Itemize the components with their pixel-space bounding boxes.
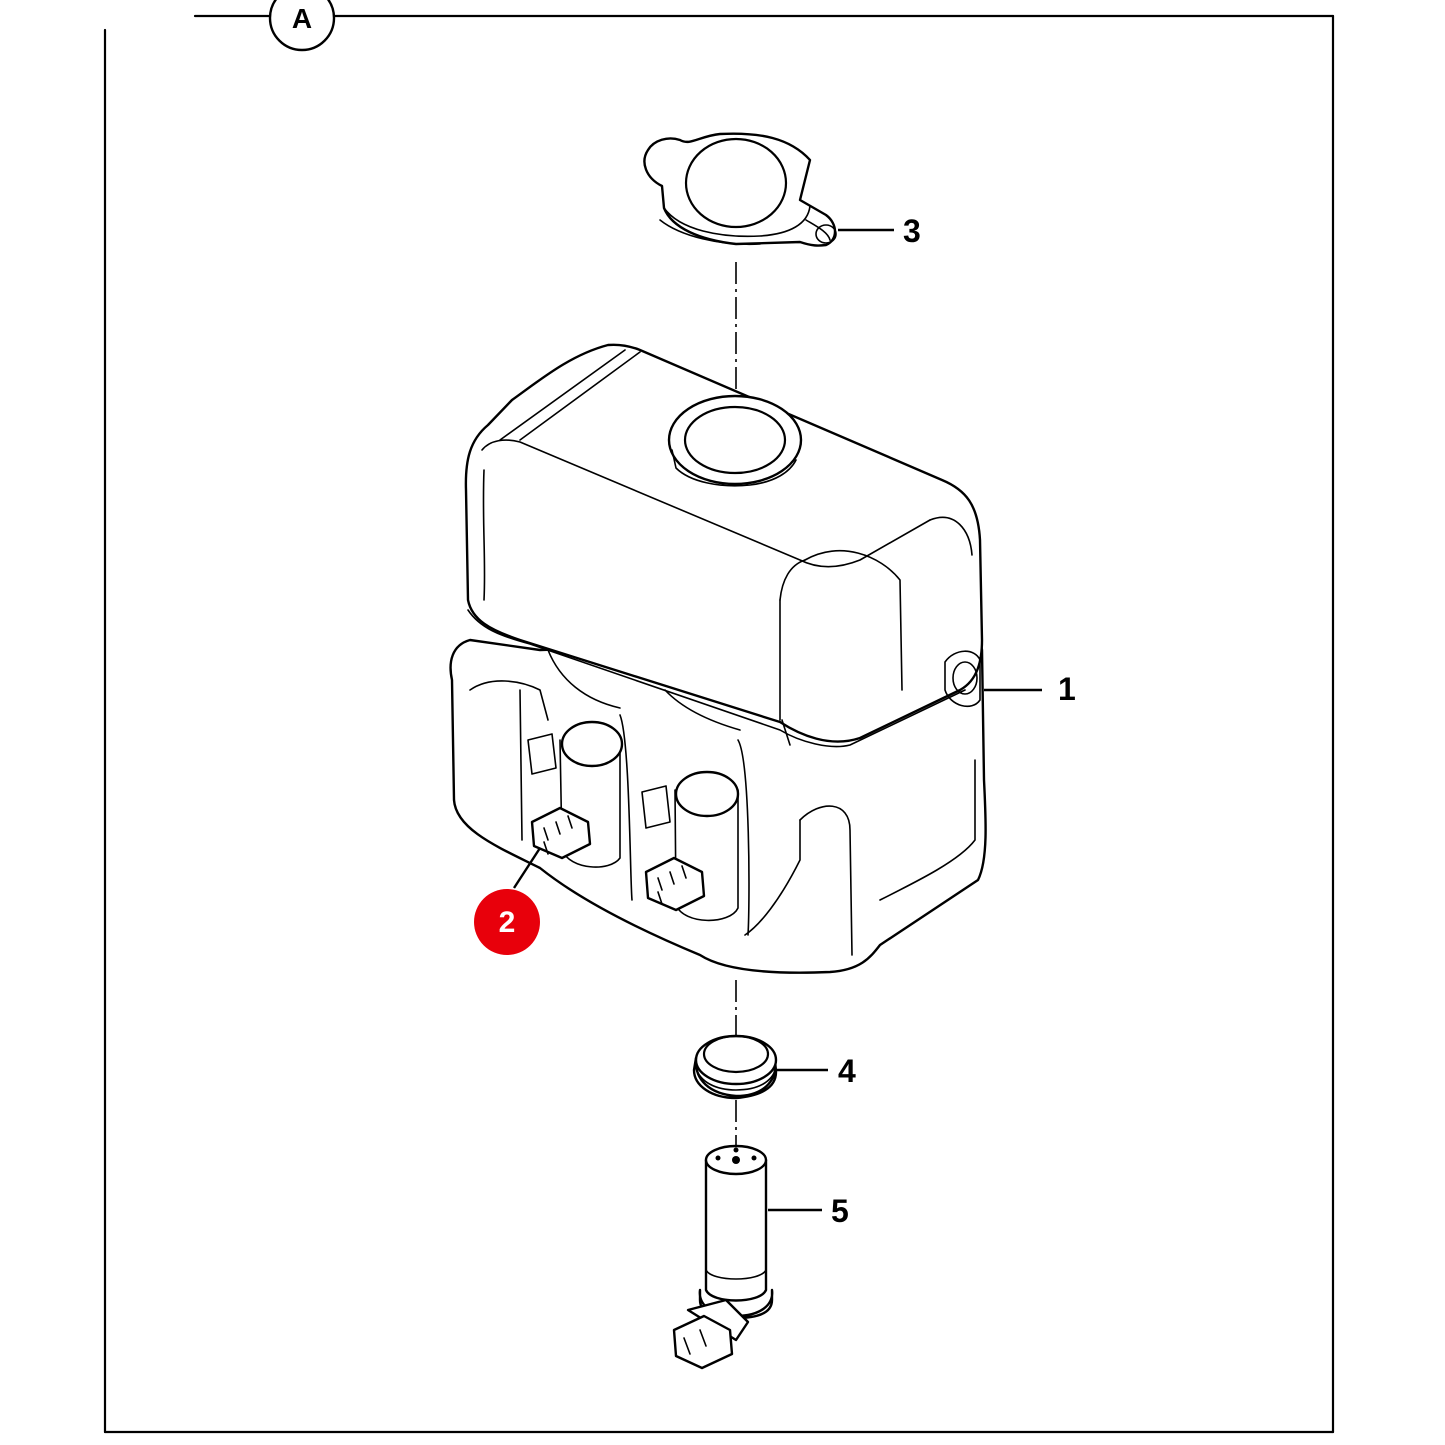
callout-3: 3 (903, 213, 921, 249)
callout-2-highlight[interactable]: 2 (474, 889, 540, 955)
diagram-frame (103, 14, 1335, 1434)
reservoir-tank (449, 343, 987, 974)
callout-5-label: 5 (831, 1193, 849, 1229)
callout-1-label: 1 (1058, 671, 1076, 707)
level-sensor (672, 1144, 774, 1370)
callout-2-badge[interactable] (474, 889, 540, 955)
callout-5: 5 (831, 1193, 849, 1229)
callout-4: 4 (838, 1053, 856, 1089)
callout-3-label: 3 (903, 213, 921, 249)
section-marker: A (268, 0, 336, 52)
leader-lines (512, 228, 1042, 1212)
callout-4-label: 4 (838, 1053, 856, 1089)
grommet (692, 1034, 778, 1100)
section-label: A (292, 3, 312, 34)
filler-cap (643, 132, 837, 247)
callout-1: 1 (1058, 671, 1076, 707)
callout-2-label: 2 (499, 906, 516, 939)
